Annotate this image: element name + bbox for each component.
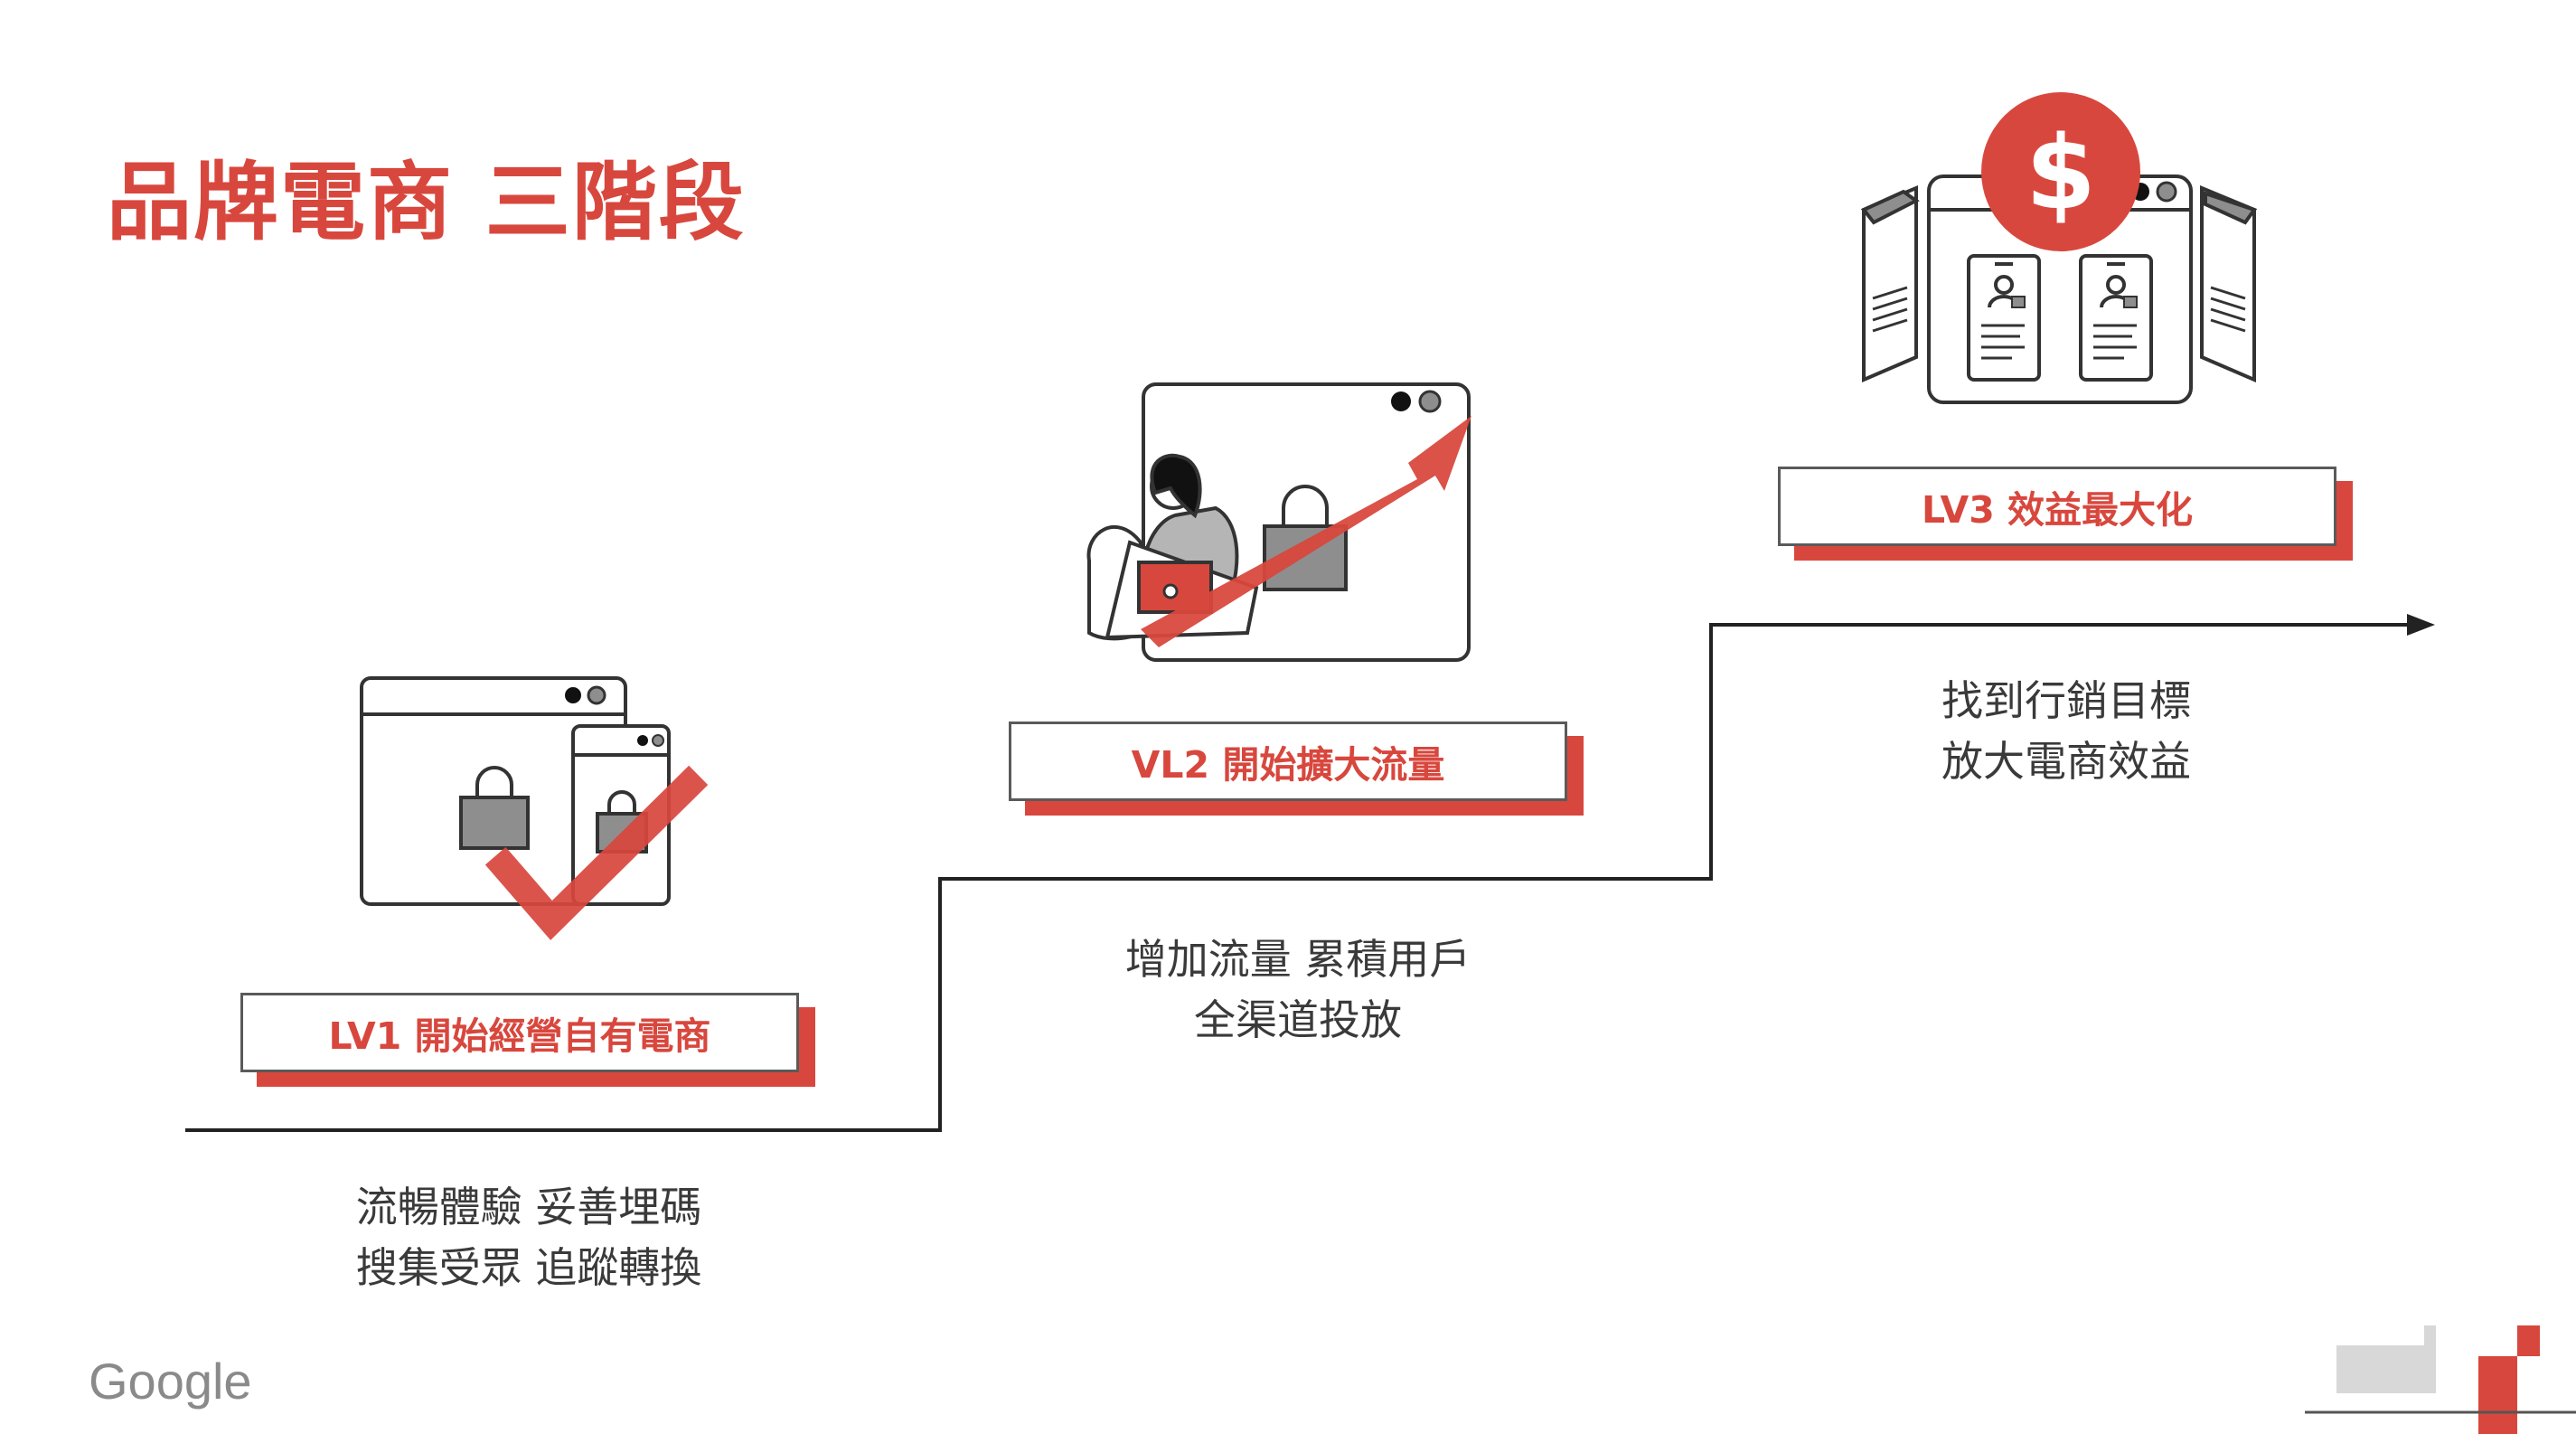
page-title: 品牌電商 三階段	[107, 154, 746, 252]
svg-text:$: $	[2026, 115, 2096, 232]
stage-desc-line: 搜集受眾 追蹤轉換	[355, 1243, 702, 1292]
stage-desc-line: 流暢體驗 妥善埋碼	[355, 1183, 702, 1231]
stage-desc-line: 放大電商效益	[1941, 737, 2191, 786]
lv1-illustration	[360, 676, 709, 940]
stage-desc-lv3: 找到行銷目標 放大電商效益	[1840, 671, 2292, 792]
dollar-coin-icon	[1981, 92, 2140, 251]
lv2-illustration	[1086, 382, 1471, 662]
stage-label-lv1: LV1 開始經營自有電商	[240, 993, 815, 1087]
stage-desc-line: 找到行銷目標	[1941, 676, 2191, 725]
lv3-illustration: $	[1860, 92, 2258, 404]
stage-label-lv2: VL2 開始擴大流量	[1009, 722, 1584, 816]
stage-desc-line: 全渠道投放	[1194, 995, 1402, 1044]
stage-label-lv3: LV3 效益最大化	[1778, 467, 2353, 561]
stage-desc-lv1: 流暢體驗 妥善埋碼 搜集受眾 追蹤轉換	[303, 1177, 755, 1298]
staircase-line	[185, 623, 2409, 1132]
stage-desc-lv2: 增加流量 累積用戶 全渠道投放	[1072, 929, 1524, 1051]
deco-logo	[2305, 1325, 2576, 1434]
arrow-head-icon	[2407, 614, 2435, 636]
google-logo: Google	[89, 1353, 252, 1410]
stage-desc-line: 增加流量 累積用戶	[1124, 935, 1471, 984]
